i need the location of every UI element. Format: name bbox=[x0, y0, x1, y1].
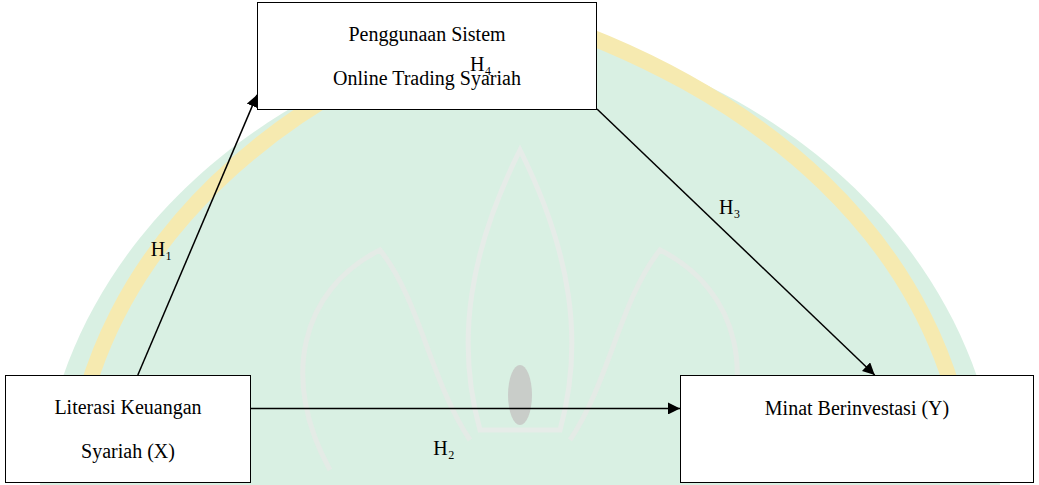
variable-name: Minat Berinvestasi (Y) bbox=[765, 386, 949, 430]
watermark-center bbox=[508, 365, 532, 425]
hypothesis-arrow bbox=[251, 408, 680, 410]
hypothesis-label: H₁ bbox=[151, 237, 172, 261]
variable-box: Literasi Keuangan Syariah (X) bbox=[5, 375, 251, 483]
variable-name: Penggunaan Sistem Online Trading Syariah bbox=[307, 12, 547, 100]
hypothesis-label: H₂ bbox=[433, 436, 454, 460]
hypothesis-arrow bbox=[138, 95, 257, 375]
watermark-flame bbox=[468, 150, 572, 430]
hypothesis-label: H₃ bbox=[719, 195, 740, 219]
variable-box: Minat Berinvestasi (Y) bbox=[680, 375, 1034, 483]
hypothesis-arrow bbox=[597, 109, 875, 375]
hypothesis-label: H₄ bbox=[470, 52, 491, 76]
watermark-wing bbox=[303, 250, 470, 470]
variable-box: Penggunaan Sistem Online Trading Syariah bbox=[257, 2, 597, 110]
variable-name: Literasi Keuangan Syariah (X) bbox=[38, 385, 218, 473]
